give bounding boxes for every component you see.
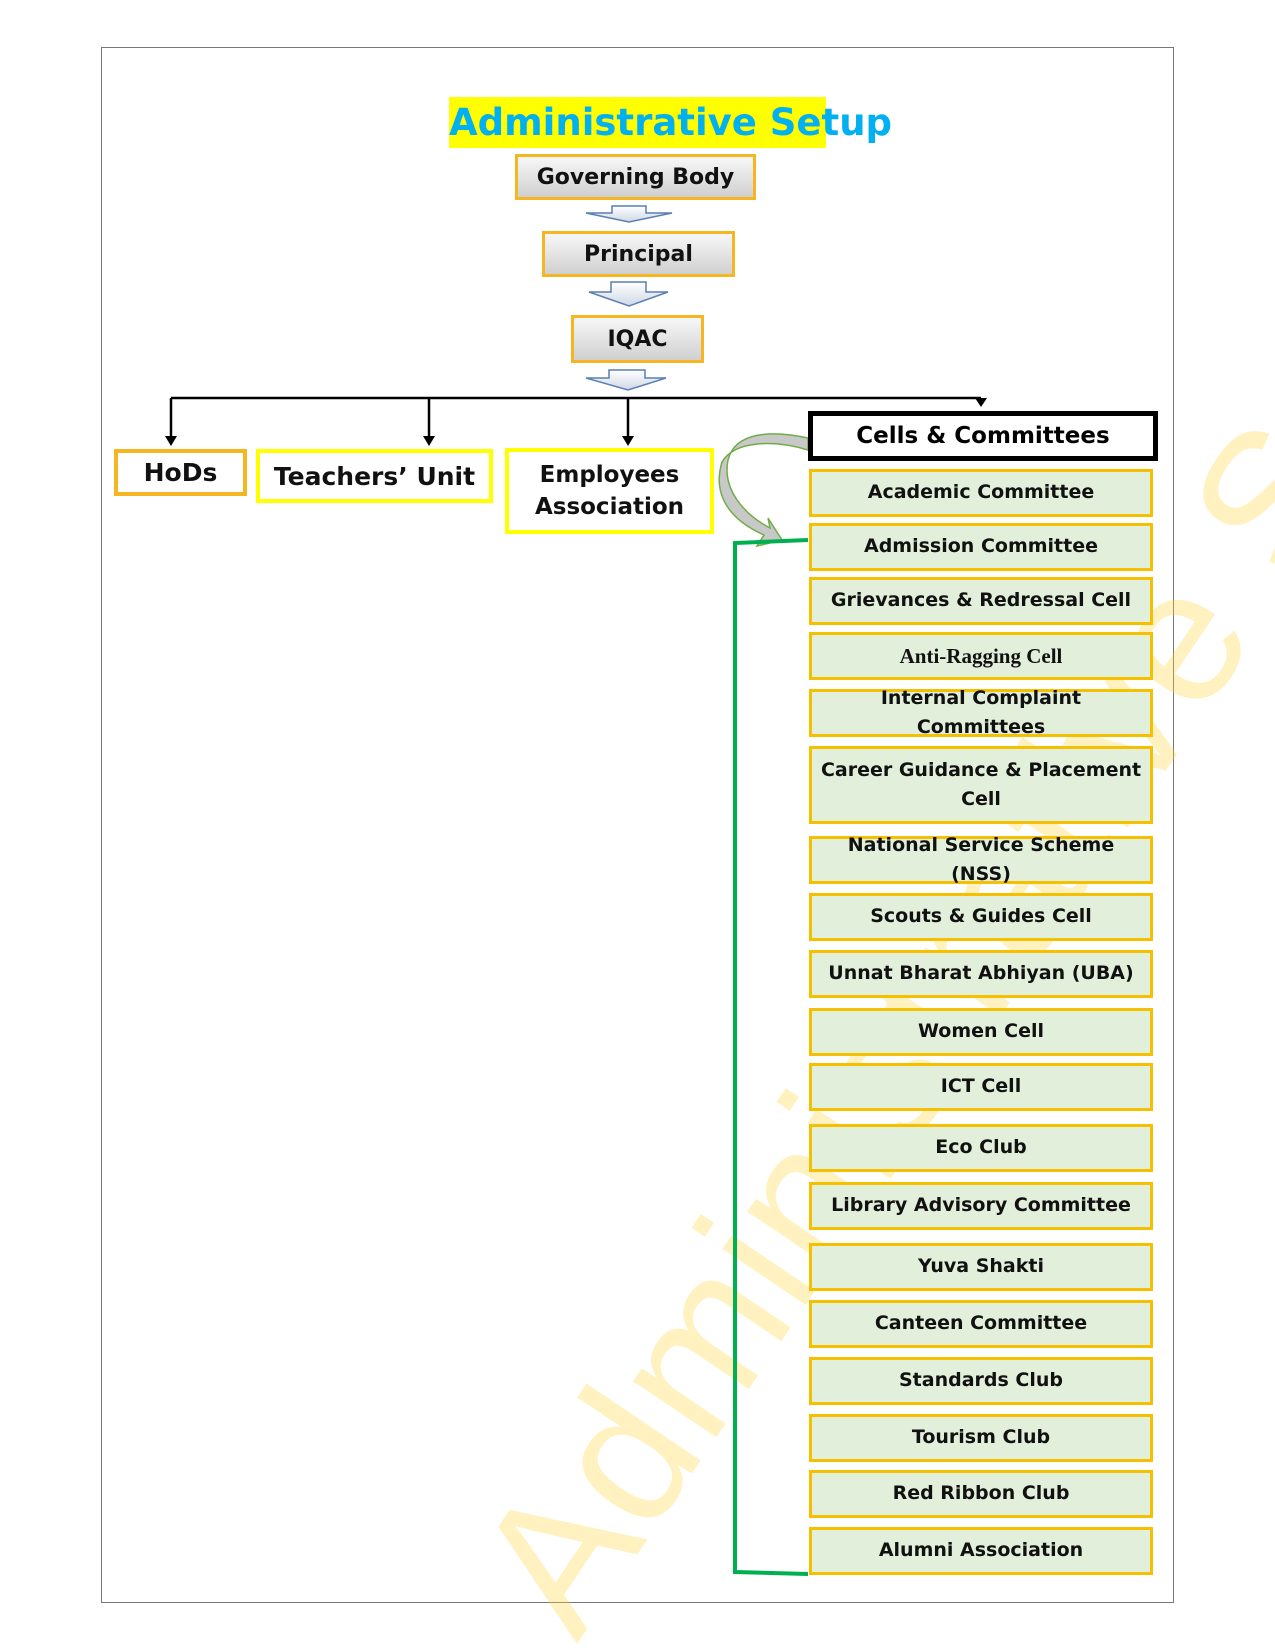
committee-item: Women Cell — [809, 1008, 1153, 1056]
employees-line1: Employees — [539, 461, 680, 488]
committee-item: Yuva Shakti — [809, 1243, 1153, 1291]
committee-item: Unnat Bharat Abhiyan (UBA) — [809, 950, 1153, 998]
committee-item: National Service Scheme (NSS) — [809, 834, 1153, 885]
committee-item: ICT Cell — [809, 1063, 1153, 1111]
employees-line2: Association — [534, 494, 685, 520]
committee-item: Eco Club — [809, 1124, 1153, 1172]
committee-item: Anti-Ragging Cell — [809, 632, 1153, 680]
iqac-box: IQAC — [571, 315, 704, 363]
employees-association-box: Employees Association — [505, 448, 714, 534]
committee-item: Canteen Committee — [809, 1300, 1153, 1348]
committee-item: Grievances & Redressal Cell — [809, 577, 1153, 625]
committee-item: Admission Committee — [809, 523, 1153, 571]
committee-item: Career Guidance & Placement Cell — [809, 746, 1153, 824]
cells-committees-header: Cells & Committees — [808, 411, 1158, 461]
committee-item: Standards Club — [809, 1357, 1153, 1405]
org-lines — [169, 396, 981, 438]
committee-item: Academic Committee — [809, 469, 1153, 517]
committee-item: Scouts & Guides Cell — [809, 893, 1153, 941]
page-title: Administrative Setup — [449, 97, 892, 148]
arrowheads — [165, 398, 987, 446]
principal-box: Principal — [542, 231, 735, 277]
committee-item: Alumni Association — [809, 1527, 1153, 1575]
governing-body-box: Governing Body — [515, 154, 756, 200]
committee-item: Tourism Club — [809, 1414, 1153, 1462]
committee-item: Library Advisory Committee — [809, 1182, 1153, 1230]
green-bracket — [733, 538, 809, 1576]
hods-box: HoDs — [114, 449, 247, 496]
teachers-unit-box: Teachers’ Unit — [256, 449, 493, 503]
committee-item: Red Ribbon Club — [809, 1470, 1153, 1518]
down-arrow-icon — [585, 205, 673, 391]
committee-item: Internal Complaint Committees — [809, 687, 1153, 738]
curved-arrow-icon — [718, 433, 809, 548]
page-frame — [101, 47, 1174, 1603]
